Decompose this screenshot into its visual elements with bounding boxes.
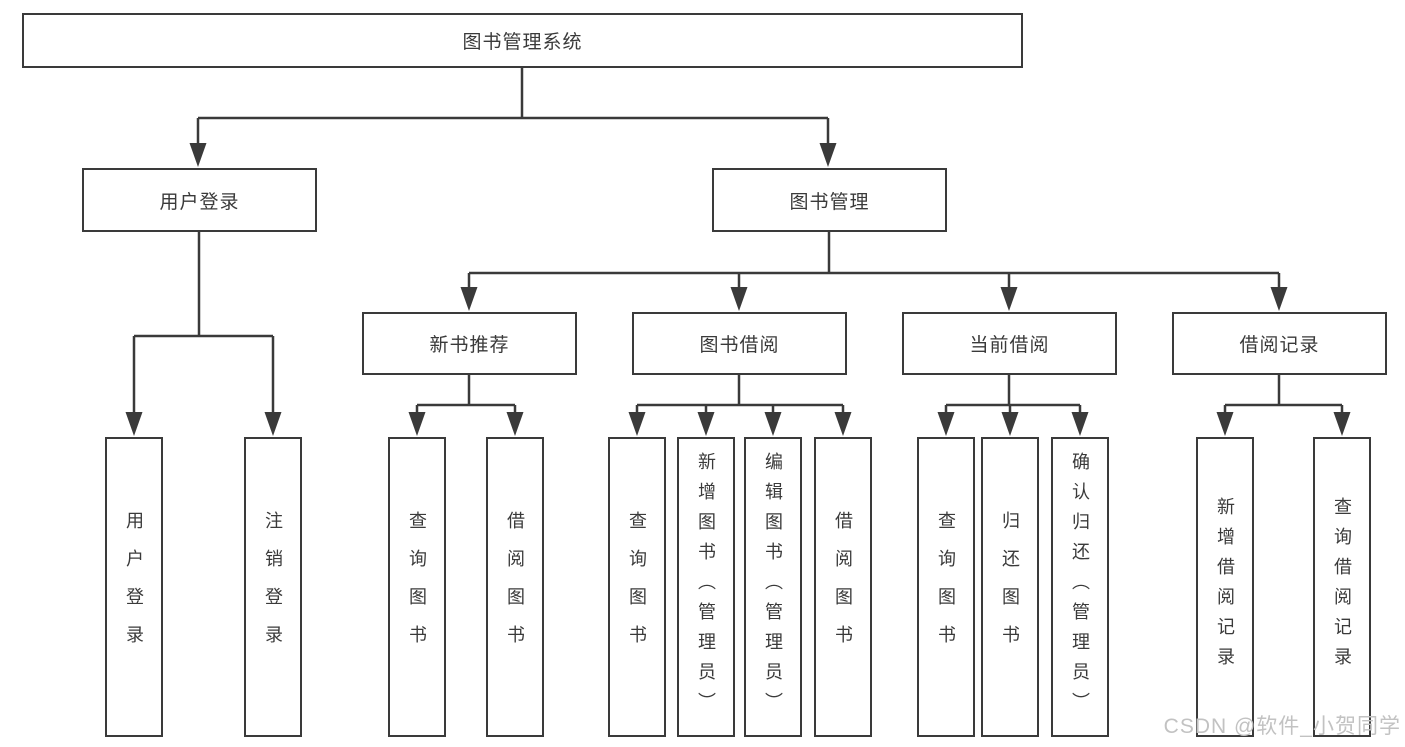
arrowhead [1071,412,1089,436]
arrowhead [697,412,715,436]
arrowhead [264,412,282,436]
leaf-logout: 注销登录 [244,437,302,737]
arrowhead [460,287,478,311]
leaf-borrow-books: 借阅图书 [814,437,872,737]
leaf-user-login: 用户登录 [105,437,163,737]
csdn-watermark: CSDN @软件_小贺同学 [1163,715,1401,738]
node-user-login: 用户登录 [82,168,317,232]
arrowhead [1270,287,1288,311]
node-current-borrowing: 当前借阅 [902,312,1117,375]
node-book-management: 图书管理 [712,168,947,232]
node-library-management-system: 图书管理系统 [22,13,1023,68]
arrowhead [1216,412,1234,436]
leaf-query-books-recommend: 查询图书 [388,437,446,737]
leaf-return-books: 归还图书 [981,437,1039,737]
node-borrowing-records: 借阅记录 [1172,312,1387,375]
arrowhead [819,143,837,167]
leaf-edit-books-admin: 编辑图书（管理员） [744,437,802,737]
arrowhead [730,287,748,311]
leaf-borrow-books-recommend: 借阅图书 [486,437,544,737]
arrowhead [628,412,646,436]
node-book-borrowing: 图书借阅 [632,312,847,375]
leaf-query-books-borrowing: 查询图书 [608,437,666,737]
arrowhead [189,143,207,167]
arrowhead [764,412,782,436]
leaf-confirm-return-admin: 确认归还（管理员） [1051,437,1109,737]
arrowhead [937,412,955,436]
arrowhead [1001,412,1019,436]
arrowhead [408,412,426,436]
arrowhead [1333,412,1351,436]
node-new-book-recommendation: 新书推荐 [362,312,577,375]
arrowhead [834,412,852,436]
leaf-add-borrow-record: 新增借阅记录 [1196,437,1254,737]
leaf-add-books-admin: 新增图书（管理员） [677,437,735,737]
leaf-query-books-current: 查询图书 [917,437,975,737]
arrowhead [506,412,524,436]
arrowhead [1000,287,1018,311]
leaf-query-borrow-record: 查询借阅记录 [1313,437,1371,737]
arrowhead [125,412,143,436]
